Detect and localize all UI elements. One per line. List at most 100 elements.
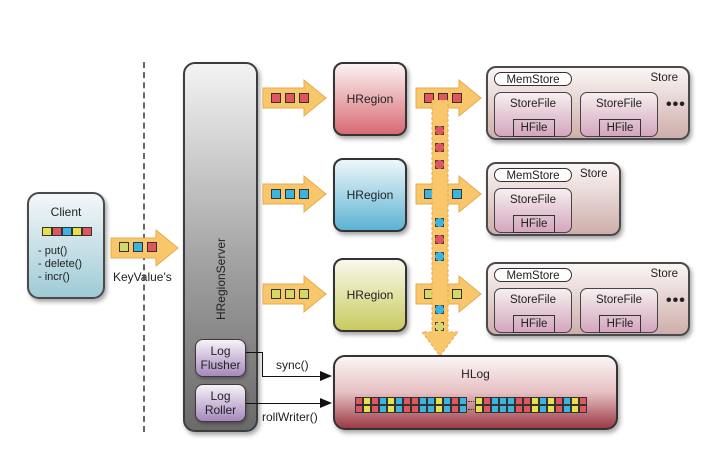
keyvalue-square (285, 189, 295, 199)
hlog-entry-column (443, 397, 451, 413)
hlog-entry-column (483, 397, 491, 413)
wal-entry-square (435, 160, 444, 169)
log-roller-label-2: Roller (204, 403, 237, 417)
hlog-entry-cell (515, 397, 523, 405)
hlog-entry-cell (499, 405, 507, 413)
hlog-entry-column (363, 397, 371, 413)
store-3-storefile-2-label: StoreFile (595, 294, 643, 306)
client-arrow-squares (119, 242, 161, 252)
keyvalue-square (119, 242, 129, 252)
rollwriter-label: rollWriter() (262, 410, 318, 424)
hlog-entry-cell (555, 405, 563, 413)
log-roller-label-1: Log (210, 389, 231, 403)
keyvalue-square (299, 189, 309, 199)
store-2-storefile-1-label: StoreFile (509, 194, 557, 206)
hlog-entry-column (515, 397, 523, 413)
hlog-entry-column (539, 397, 547, 413)
hlog-entry-cell (435, 405, 443, 413)
store-1-storefile-2-label: StoreFile (595, 98, 643, 110)
keyvalue-square (42, 227, 52, 236)
hregionserver-box: HRegionServer Log Flusher Log Roller (183, 62, 258, 432)
hlog-entry-cell (563, 405, 571, 413)
log-flusher-box: Log Flusher (195, 339, 246, 377)
store-3-hfile-1: HFile (513, 315, 555, 333)
store-3-memstore: MemStore (494, 268, 572, 282)
sync-label: sync() (276, 358, 309, 372)
keyvalue-square (452, 189, 462, 199)
hlog-entry-column (579, 397, 587, 413)
wal-down-arrow (421, 100, 459, 357)
hlog-entry-cell (491, 397, 499, 405)
log-roller-box: Log Roller (195, 384, 246, 422)
wal-entry-square (435, 218, 444, 227)
keyvalue-square (299, 289, 309, 299)
hlog-entry-column (403, 397, 411, 413)
hlog-entry-column (371, 397, 379, 413)
client-op-delete: - delete() (38, 258, 83, 270)
hregion-1-box: HRegion (333, 62, 407, 136)
hlog-title: HLog (461, 367, 490, 381)
region-1-in-squares (271, 93, 313, 103)
hregion-2-box: HRegion (333, 158, 407, 232)
wal-entry-square (435, 143, 444, 152)
hlog-entry-cell (363, 397, 371, 405)
hlog-entry-column (459, 397, 467, 413)
hlog-entry-column (475, 397, 483, 413)
wal-entry-square (435, 252, 444, 261)
hlog-entry-cell (411, 397, 419, 405)
store-1-hfile-1: HFile (513, 119, 555, 137)
hlog-entry-cell (499, 397, 507, 405)
region-1-out-squares (424, 93, 466, 103)
keyvalue-square (452, 289, 462, 299)
hlog-entry-cell (539, 405, 547, 413)
hlog-entry-cell (371, 405, 379, 413)
sync-connector-line-2 (262, 376, 324, 377)
client-op-put: - put() (38, 245, 68, 257)
log-flusher-label-1: Log (210, 344, 231, 358)
hlog-entry-column (555, 397, 563, 413)
hlog-entry-cell (571, 397, 579, 405)
hlog-entry-cell (459, 405, 467, 413)
store-2-label: Store (580, 168, 608, 180)
hlog-entry-column (435, 397, 443, 413)
hregionserver-title: HRegionServer (213, 237, 228, 321)
hlog-entry-column (563, 397, 571, 413)
hlog-entry-column (427, 397, 435, 413)
store-1-memstore: MemStore (494, 72, 572, 86)
keyvalue-square (133, 242, 143, 252)
hlog-entry-cell (491, 405, 499, 413)
hlog-entry-column (523, 397, 531, 413)
hlog-entry-cell (395, 397, 403, 405)
hlog-entry-cell (387, 405, 395, 413)
store-1-storefile-1-label: StoreFile (509, 98, 557, 110)
hlog-entry-cell (403, 405, 411, 413)
keyvalue-square (299, 93, 309, 103)
store-1-label: Store (650, 72, 679, 84)
wal-entry-square (435, 322, 444, 331)
keyvalue-square (271, 189, 281, 199)
wal-entry-square (435, 235, 444, 244)
hlog-entry-column (379, 397, 387, 413)
hlog-entry-cell (483, 397, 491, 405)
keyvalue-square (52, 227, 62, 236)
hlog-entry-cell (419, 405, 427, 413)
hlog-entry-column (547, 397, 555, 413)
hlog-entry-cell (507, 397, 515, 405)
hlog-entry-cell (507, 405, 515, 413)
hlog-entry-cell (427, 397, 435, 405)
hlog-box: HLog (333, 355, 618, 430)
hlog-entry-cell (403, 397, 411, 405)
hlog-entry-cell (571, 405, 579, 413)
keyvalue-square (424, 93, 434, 103)
client-box: Client - put() - delete() - incr() (27, 192, 105, 299)
hlog-entry-cell (579, 405, 587, 413)
hlog-entry-cell (547, 405, 555, 413)
hlog-entry-cell (475, 405, 483, 413)
hlog-entry-column (355, 397, 363, 413)
hlog-entry-column (531, 397, 539, 413)
